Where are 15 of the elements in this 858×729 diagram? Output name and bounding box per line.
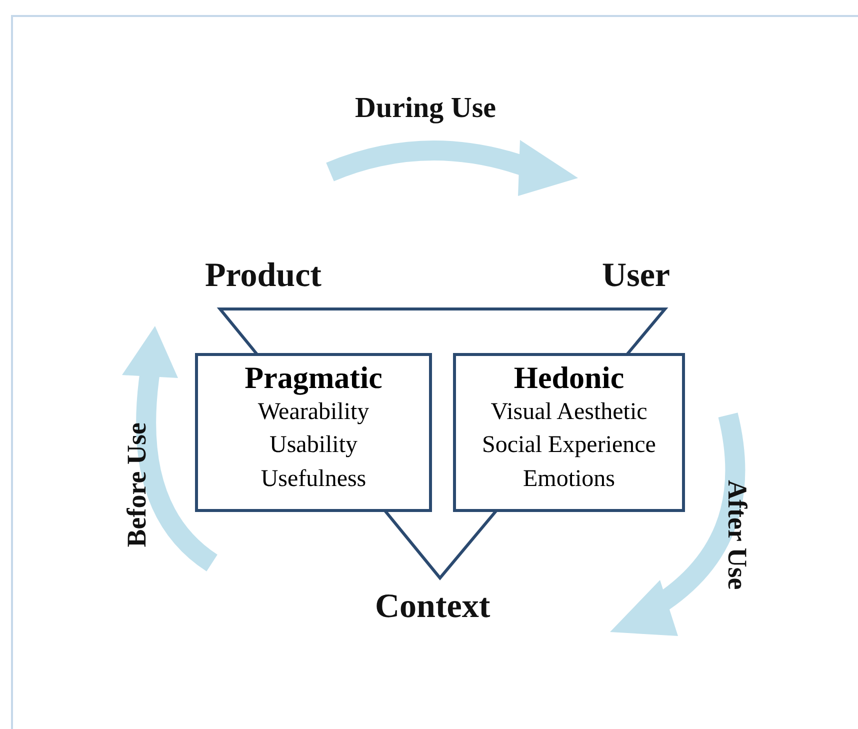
- list-item: Emotions: [522, 464, 615, 494]
- box-heading: Hedonic: [512, 360, 626, 396]
- corner-label: Product: [205, 257, 322, 294]
- corner-label: User: [602, 257, 670, 294]
- list-item: Usability: [270, 431, 358, 460]
- arrow-label: Before Use: [122, 422, 152, 548]
- category-box: [453, 353, 685, 512]
- arrow-label: After Use: [722, 480, 752, 590]
- list-item: Wearability: [258, 398, 370, 427]
- list-item: Social Experience: [482, 431, 656, 460]
- list-item: Visual Aesthetic: [490, 398, 648, 427]
- arrow-label: During Use: [355, 93, 496, 125]
- box-heading: Pragmatic: [244, 360, 384, 396]
- list-item: Usefulness: [260, 464, 366, 494]
- corner-label: Context: [375, 588, 490, 626]
